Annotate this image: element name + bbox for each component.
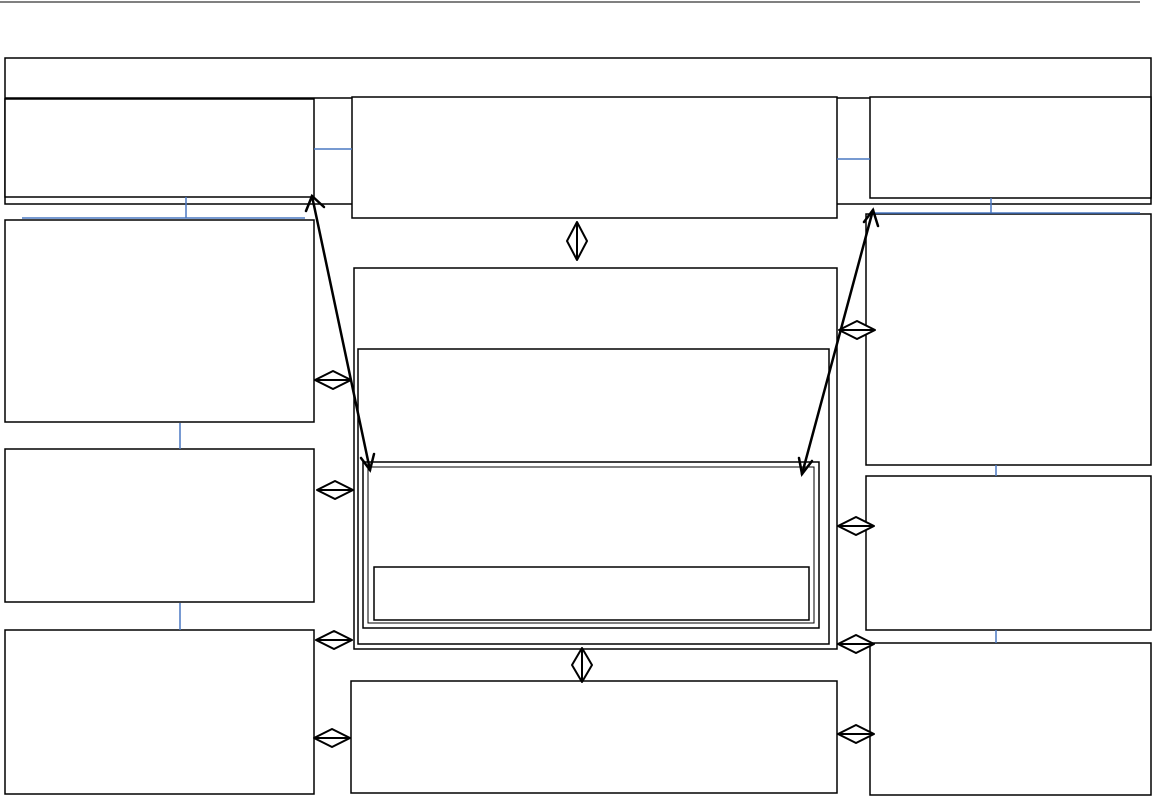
left-box-2 xyxy=(4,448,315,603)
center-bottom-box xyxy=(350,680,838,794)
double-arrow-left-1 xyxy=(314,370,352,390)
double-arrows xyxy=(313,221,876,748)
double-arrow-left-4 xyxy=(313,728,351,748)
connector-lines xyxy=(22,148,1140,643)
double-arrow-right-2 xyxy=(837,516,875,536)
long-arrow-left xyxy=(304,193,376,473)
double-arrow-right-3 xyxy=(837,634,875,654)
left-box-3 xyxy=(4,629,315,795)
center-inner-box-c xyxy=(373,566,810,621)
long-arrow-right xyxy=(797,207,880,477)
center-inner-box-a xyxy=(357,348,830,645)
right-box-2 xyxy=(865,475,1152,631)
double-arrow-center-top xyxy=(566,221,588,261)
right-top-box xyxy=(869,96,1152,199)
double-arrow-right-1 xyxy=(838,320,876,340)
center-main-box xyxy=(353,267,838,650)
center-inner-box-b xyxy=(362,461,820,629)
center-top-box xyxy=(351,96,838,219)
double-arrow-right-4 xyxy=(837,724,875,744)
double-arrow-center-bottom xyxy=(571,647,593,683)
left-box-1 xyxy=(4,219,315,423)
double-arrow-left-3 xyxy=(315,630,353,650)
left-top-box xyxy=(4,98,315,198)
long-arrows xyxy=(304,193,880,477)
center-inner-box-b-frame xyxy=(367,466,815,624)
double-arrow-left-2 xyxy=(316,480,354,500)
right-box-1 xyxy=(865,213,1152,466)
right-box-3 xyxy=(869,642,1152,796)
